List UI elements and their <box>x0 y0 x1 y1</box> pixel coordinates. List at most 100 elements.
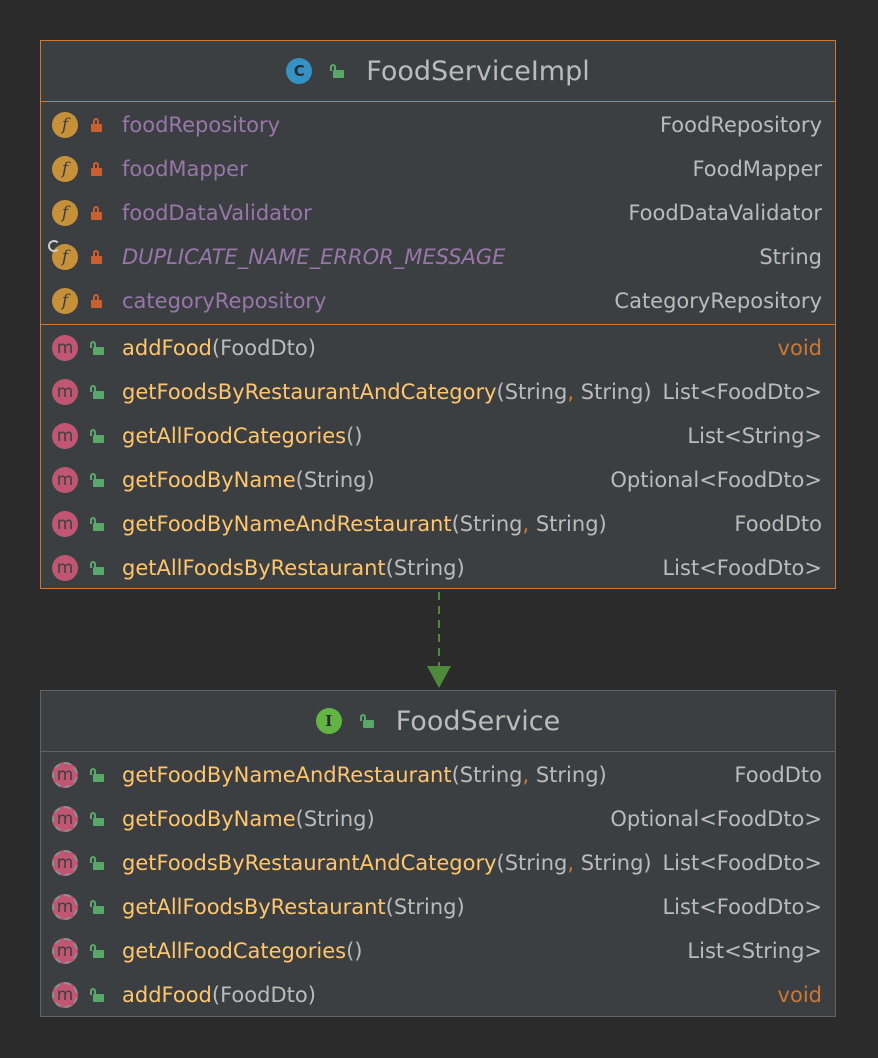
field-name: DUPLICATE_NAME_ERROR_MESSAGE <box>122 245 506 269</box>
private-lock-icon <box>90 294 104 308</box>
public-lock-icon <box>359 714 374 728</box>
class-title: FoodServiceImpl <box>366 55 590 87</box>
public-lock-icon <box>90 988 104 1002</box>
method-return-type: Optional<FoodDto> <box>610 468 822 492</box>
method-icon: m <box>52 335 78 361</box>
fields-section: f foodRepository FoodRepository f foodMa… <box>41 102 835 325</box>
field-row[interactable]: f foodRepository FoodRepository <box>41 103 835 147</box>
method-row[interactable]: m getFoodsByRestaurantAndCategory (Strin… <box>41 370 835 414</box>
field-row[interactable]: f foodDataValidator FoodDataValidator <box>41 191 835 235</box>
method-return-type: List<String> <box>687 424 822 448</box>
method-row[interactable]: m getAllFoodCategories () List<String> <box>41 929 835 973</box>
public-lock-icon <box>90 385 104 399</box>
interface-box-foodservice[interactable]: I FoodService m getFoodByNameAndRestaura… <box>40 690 836 1017</box>
method-name: getFoodByNameAndRestaurant <box>122 512 452 536</box>
method-row[interactable]: m addFood (FoodDto) void <box>41 973 835 1017</box>
interface-methods-section: m getFoodByNameAndRestaurant (String, St… <box>41 752 835 1017</box>
method-row[interactable]: m getAllFoodsByRestaurant (String) List<… <box>41 885 835 929</box>
method-name: getFoodByNameAndRestaurant <box>122 763 452 787</box>
method-return-type: FoodDto <box>734 512 822 536</box>
method-params: (String) <box>385 556 465 580</box>
method-params: () <box>346 939 363 963</box>
abstract-method-icon: m <box>52 938 78 964</box>
method-return-type: List<FoodDto> <box>662 556 822 580</box>
method-params: () <box>346 424 363 448</box>
method-name: getAllFoodCategories <box>122 424 347 448</box>
public-lock-icon <box>90 517 104 531</box>
public-lock-icon <box>90 900 104 914</box>
method-params: (String) <box>295 807 375 831</box>
private-lock-icon <box>90 206 104 220</box>
field-name: foodRepository <box>122 113 281 137</box>
method-name: getAllFoodsByRestaurant <box>122 895 386 919</box>
public-lock-icon <box>90 768 104 782</box>
field-icon: f <box>52 112 78 138</box>
method-params: (String) <box>385 895 465 919</box>
method-row[interactable]: m getFoodByName (String) Optional<FoodDt… <box>41 458 835 502</box>
method-icon: m <box>52 467 78 493</box>
method-return-type: void <box>777 336 822 360</box>
field-icon: f <box>52 288 78 314</box>
method-icon: m <box>52 423 78 449</box>
public-lock-icon <box>90 812 104 826</box>
method-params: (String, String) <box>496 851 652 875</box>
method-params: (String, String) <box>451 763 607 787</box>
private-lock-icon <box>90 162 104 176</box>
abstract-method-icon: m <box>52 850 78 876</box>
method-return-type: FoodDto <box>734 763 822 787</box>
method-row[interactable]: m getFoodByNameAndRestaurant (String, St… <box>41 753 835 797</box>
method-name: getFoodByName <box>122 807 296 831</box>
method-return-type: List<FoodDto> <box>662 895 822 919</box>
abstract-method-icon: m <box>52 982 78 1008</box>
static-field-icon: f <box>48 240 78 270</box>
class-header: C FoodServiceImpl <box>41 41 835 102</box>
method-row[interactable]: m addFood (FoodDto) void <box>41 326 835 370</box>
method-params: (FoodDto) <box>211 336 316 360</box>
field-type: FoodRepository <box>659 113 822 137</box>
public-lock-icon <box>90 429 104 443</box>
method-params: (String, String) <box>496 380 652 404</box>
methods-section: m addFood (FoodDto) void m getFoodsByRes… <box>41 325 835 590</box>
interface-kind-icon: I <box>315 708 342 734</box>
method-name: addFood <box>122 336 212 360</box>
public-lock-icon <box>90 944 104 958</box>
field-icon: f <box>52 156 78 182</box>
method-row[interactable]: m getAllFoodsByRestaurant (String) List<… <box>41 546 835 590</box>
class-kind-icon: C <box>286 58 313 84</box>
method-name: getFoodsByRestaurantAndCategory <box>122 380 497 404</box>
public-lock-icon <box>90 473 104 487</box>
field-row[interactable]: f foodMapper FoodMapper <box>41 147 835 191</box>
method-return-type: List<FoodDto> <box>662 851 822 875</box>
class-box-foodserviceimpl[interactable]: C FoodServiceImpl f foodRepository FoodR… <box>40 40 836 589</box>
abstract-method-icon: m <box>52 894 78 920</box>
field-type: CategoryRepository <box>614 289 822 313</box>
method-name: getFoodsByRestaurantAndCategory <box>122 851 497 875</box>
abstract-method-icon: m <box>52 762 78 788</box>
method-params: (FoodDto) <box>211 983 316 1007</box>
method-name: getAllFoodCategories <box>122 939 347 963</box>
field-row[interactable]: f DUPLICATE_NAME_ERROR_MESSAGE String <box>41 235 835 279</box>
method-icon: m <box>52 555 78 581</box>
field-type: FoodDataValidator <box>628 201 822 225</box>
field-row[interactable]: f categoryRepository CategoryRepository <box>41 279 835 323</box>
method-icon: m <box>52 379 78 405</box>
field-icon: f <box>52 200 78 226</box>
interface-header: I FoodService <box>41 691 835 752</box>
field-type: FoodMapper <box>692 157 822 181</box>
method-row[interactable]: m getFoodByName (String) Optional<FoodDt… <box>41 797 835 841</box>
public-lock-icon <box>90 561 104 575</box>
method-row[interactable]: m getFoodByNameAndRestaurant (String, St… <box>41 502 835 546</box>
method-return-type: Optional<FoodDto> <box>610 807 822 831</box>
method-row[interactable]: m getAllFoodCategories () List<String> <box>41 414 835 458</box>
field-name: foodDataValidator <box>122 201 312 225</box>
method-row[interactable]: m getFoodsByRestaurantAndCategory (Strin… <box>41 841 835 885</box>
method-return-type: void <box>777 983 822 1007</box>
interface-title: FoodService <box>395 705 561 737</box>
method-name: getFoodByName <box>122 468 296 492</box>
field-type: String <box>759 245 822 269</box>
private-lock-icon <box>90 250 104 264</box>
method-icon: m <box>52 511 78 537</box>
public-lock-icon <box>90 341 104 355</box>
public-lock-icon <box>330 64 345 78</box>
